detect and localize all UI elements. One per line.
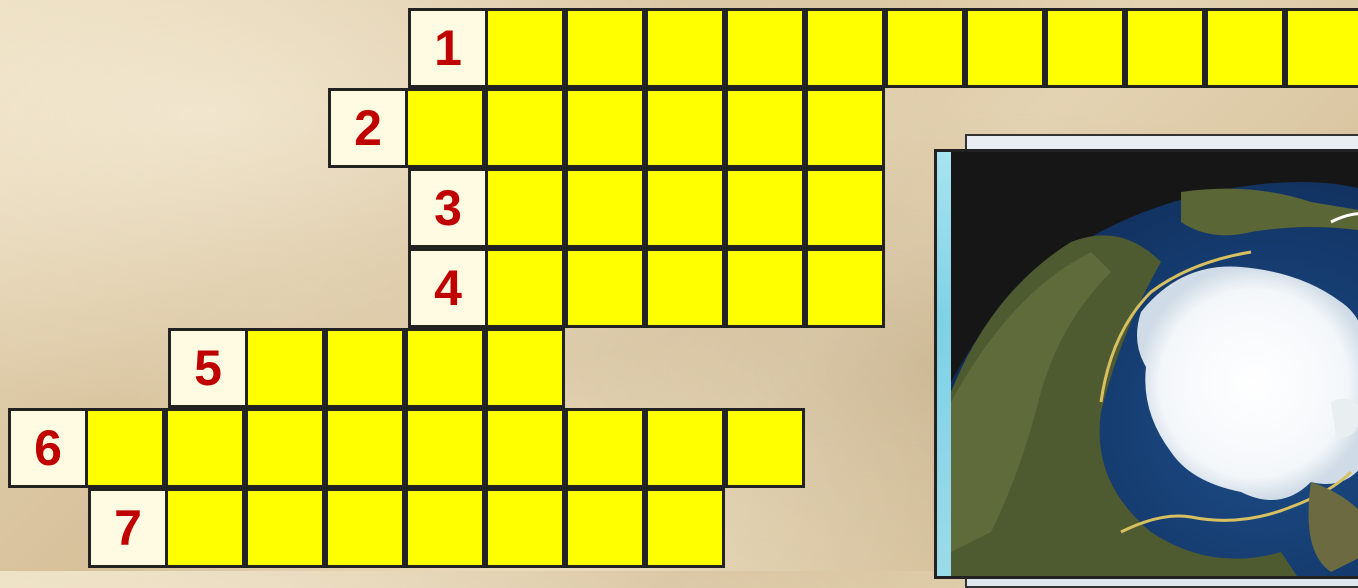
answer-cell[interactable] [725, 248, 805, 328]
answer-cell[interactable] [645, 88, 725, 168]
answer-cell[interactable] [565, 248, 645, 328]
clue-number: 7 [88, 488, 168, 568]
answer-cell[interactable] [805, 88, 885, 168]
answer-cell[interactable] [485, 88, 565, 168]
answer-cell[interactable] [405, 88, 485, 168]
answer-cell[interactable] [485, 408, 565, 488]
answer-cell[interactable] [325, 328, 405, 408]
answer-cell[interactable] [1205, 8, 1285, 88]
answer-cell[interactable] [645, 488, 725, 568]
answer-cell[interactable] [405, 488, 485, 568]
answer-cell[interactable] [485, 248, 565, 328]
answer-cell[interactable] [485, 168, 565, 248]
answer-cell[interactable] [805, 248, 885, 328]
arctic-satellite-image [934, 149, 1358, 579]
answer-cell[interactable] [165, 488, 245, 568]
answer-cell[interactable] [165, 408, 245, 488]
answer-cell[interactable] [485, 328, 565, 408]
answer-cell[interactable] [725, 408, 805, 488]
answer-cell[interactable] [85, 408, 165, 488]
answer-cell[interactable] [405, 408, 485, 488]
answer-cell[interactable] [565, 488, 645, 568]
clue-number: 6 [8, 408, 88, 488]
clue-number: 2 [328, 88, 408, 168]
answer-cell[interactable] [565, 408, 645, 488]
clue-number: 3 [408, 168, 488, 248]
answer-cell[interactable] [965, 8, 1045, 88]
answer-cell[interactable] [645, 8, 725, 88]
answer-cell[interactable] [245, 488, 325, 568]
answer-cell[interactable] [325, 408, 405, 488]
answer-cell[interactable] [885, 8, 965, 88]
answer-cell[interactable] [645, 168, 725, 248]
answer-cell[interactable] [565, 8, 645, 88]
answer-cell[interactable] [725, 168, 805, 248]
answer-cell[interactable] [1125, 8, 1205, 88]
clue-number: 1 [408, 8, 488, 88]
answer-cell[interactable] [565, 168, 645, 248]
answer-cell[interactable] [805, 168, 885, 248]
answer-cell[interactable] [725, 8, 805, 88]
answer-cell[interactable] [405, 328, 485, 408]
clue-number: 4 [408, 248, 488, 328]
answer-cell[interactable] [245, 328, 325, 408]
answer-cell[interactable] [805, 8, 885, 88]
answer-cell[interactable] [245, 408, 325, 488]
arctic-map-icon [951, 152, 1358, 579]
answer-cell[interactable] [645, 408, 725, 488]
answer-cell[interactable] [1285, 8, 1358, 88]
answer-cell[interactable] [485, 488, 565, 568]
answer-cell[interactable] [565, 88, 645, 168]
answer-cell[interactable] [325, 488, 405, 568]
clue-number: 5 [168, 328, 248, 408]
answer-cell[interactable] [725, 88, 805, 168]
answer-cell[interactable] [485, 8, 565, 88]
answer-cell[interactable] [645, 248, 725, 328]
answer-cell[interactable] [1045, 8, 1125, 88]
